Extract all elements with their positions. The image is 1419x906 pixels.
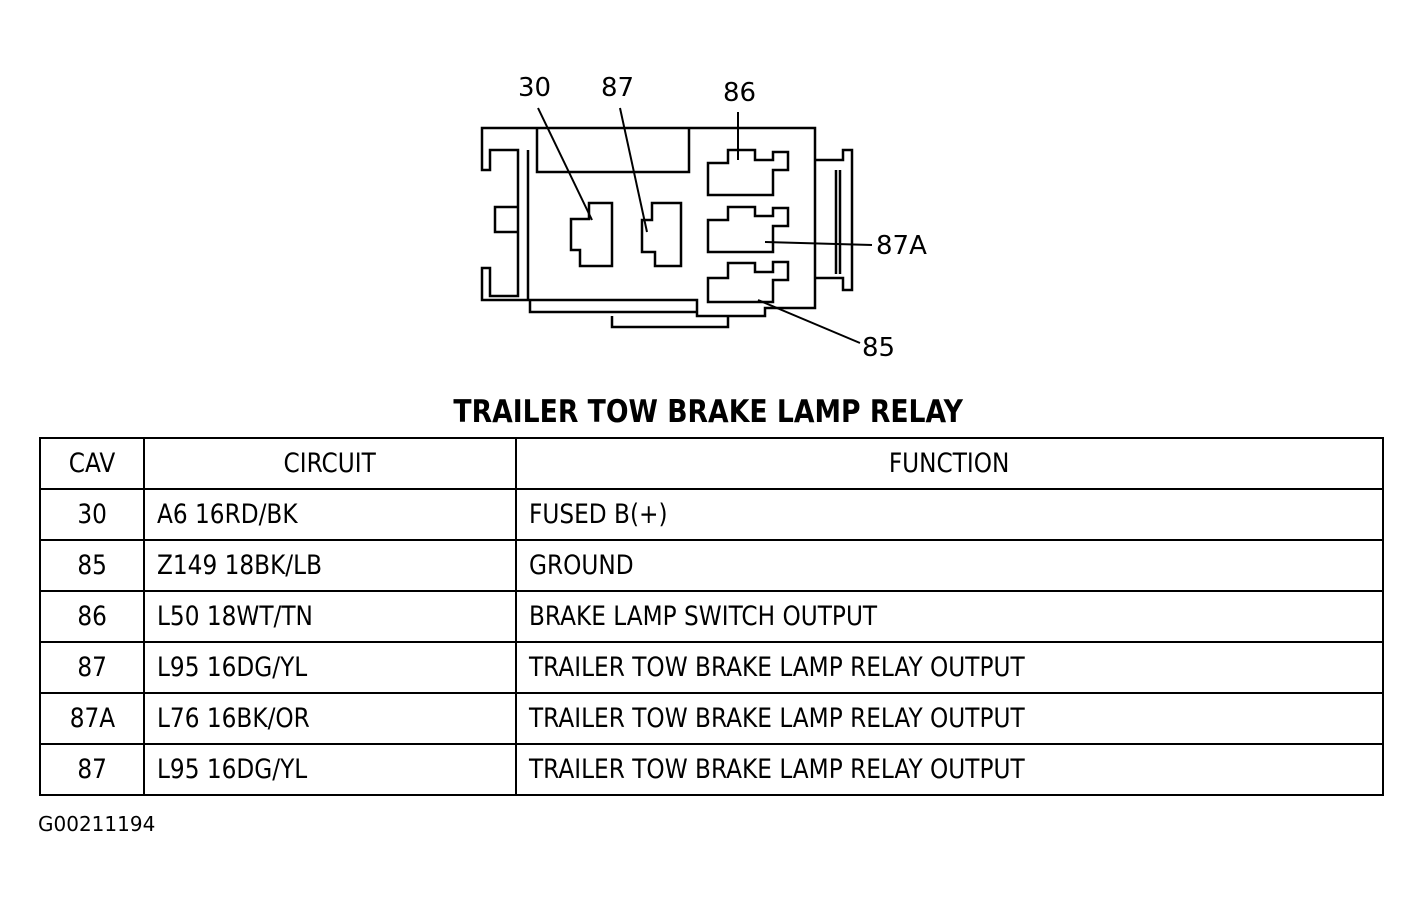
- leader-lines: [537, 107, 873, 344]
- relay-connector-diagram: 30 87 86 87A 85: [480, 73, 927, 363]
- table-row: 85 Z149 18BK/LB GROUND: [39, 539, 1384, 592]
- table-row: 87 L95 16DG/YL TRAILER TOW BRAKE LAMP RE…: [39, 641, 1384, 694]
- pin-label-30: 30: [518, 73, 551, 103]
- function-cell: TRAILER TOW BRAKE LAMP RELAY OUTPUT: [515, 743, 1384, 796]
- table-row: 87A L76 16BK/OR TRAILER TOW BRAKE LAMP R…: [39, 692, 1384, 745]
- header-function: FUNCTION: [515, 437, 1384, 490]
- cav-cell: 30: [39, 488, 145, 541]
- circuit-cell: L95 16DG/YL: [143, 743, 517, 796]
- function-cell: TRAILER TOW BRAKE LAMP RELAY OUTPUT: [515, 641, 1384, 694]
- relay-title: TRAILER TOW BRAKE LAMP RELAY: [453, 394, 963, 430]
- pin-label-87a: 87A: [876, 231, 927, 261]
- cavity-87: [640, 201, 683, 268]
- function-cell: BRAKE LAMP SWITCH OUTPUT: [515, 590, 1384, 643]
- circuit-cell: L50 18WT/TN: [143, 590, 517, 643]
- table-row: 86 L50 18WT/TN BRAKE LAMP SWITCH OUTPUT: [39, 590, 1384, 643]
- cavity-86: [706, 148, 790, 197]
- cav-cell: 87: [39, 641, 145, 694]
- figure-id: G00211194: [38, 812, 156, 836]
- pinout-table: CAV CIRCUIT FUNCTION 30 A6 16RD/BK FUSED…: [39, 437, 1384, 796]
- cav-cell: 87: [39, 743, 145, 796]
- cav-cell: 85: [39, 539, 145, 592]
- function-cell: TRAILER TOW BRAKE LAMP RELAY OUTPUT: [515, 692, 1384, 745]
- cav-cell: 86: [39, 590, 145, 643]
- cavity-30: [569, 201, 614, 268]
- table-row: 30 A6 16RD/BK FUSED B(+): [39, 488, 1384, 541]
- cavity-85: [706, 260, 790, 304]
- cavity-87a: [706, 205, 790, 254]
- header-circuit: CIRCUIT: [143, 437, 517, 490]
- header-cav: CAV: [39, 437, 145, 490]
- table-header-row: CAV CIRCUIT FUNCTION: [39, 437, 1384, 490]
- function-cell: GROUND: [515, 539, 1384, 592]
- connector-housing: [480, 126, 854, 329]
- table-row: 87 L95 16DG/YL TRAILER TOW BRAKE LAMP RE…: [39, 743, 1384, 796]
- pin-label-86: 86: [723, 78, 756, 108]
- circuit-cell: L76 16BK/OR: [143, 692, 517, 745]
- circuit-cell: A6 16RD/BK: [143, 488, 517, 541]
- circuit-cell: Z149 18BK/LB: [143, 539, 517, 592]
- pin-label-87: 87: [601, 73, 634, 103]
- function-cell: FUSED B(+): [515, 488, 1384, 541]
- circuit-cell: L95 16DG/YL: [143, 641, 517, 694]
- cav-cell: 87A: [39, 692, 145, 745]
- pin-label-85: 85: [862, 333, 895, 363]
